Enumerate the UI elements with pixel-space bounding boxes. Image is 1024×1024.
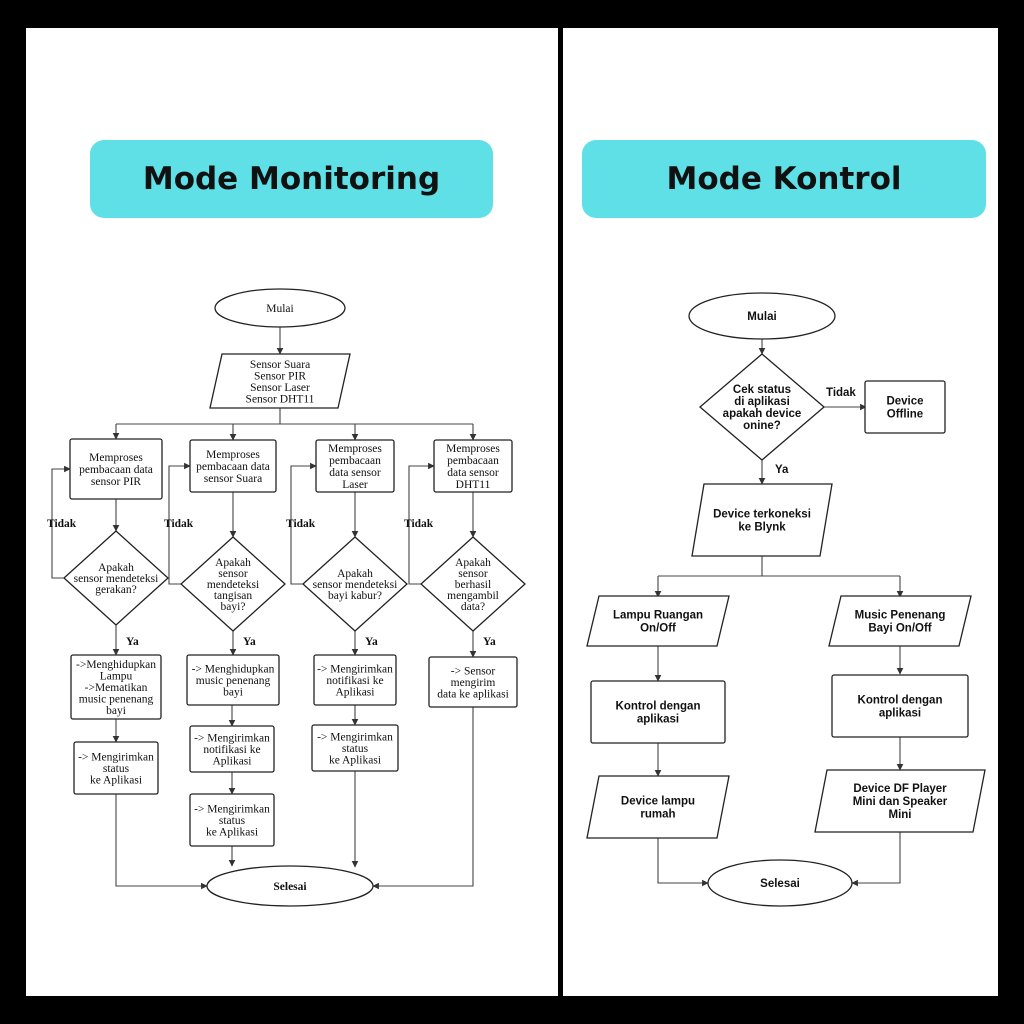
kontrol-title: Mode Kontrol [582, 140, 986, 218]
monitoring-title: Mode Monitoring [90, 140, 493, 218]
branch-label: Tidak [286, 518, 316, 530]
end-node: Selesai [206, 865, 374, 907]
flow-arrow [372, 707, 474, 890]
branch-label: Tidak [826, 387, 856, 399]
node-text: Mulai [747, 311, 776, 323]
node-text: Selesai [760, 878, 800, 890]
branch-label: Ya [126, 636, 139, 648]
flow-arrow [168, 462, 191, 585]
k-start-node: Mulai [688, 292, 836, 340]
flow-arrow [115, 794, 208, 890]
flow-arrow [290, 462, 317, 585]
node-text: Mulai [266, 303, 293, 315]
flow-arrow [851, 832, 901, 887]
flow-arrow [51, 465, 71, 579]
branch-label: Tidak [47, 518, 77, 530]
flow-arrow [657, 838, 709, 887]
branch-label: Ya [365, 636, 378, 648]
branch-label: Ya [483, 636, 496, 648]
branch-label: Tidak [164, 518, 194, 530]
node-text: Selesai [273, 881, 307, 893]
start-node: Mulai [214, 288, 346, 328]
branch-label: Ya [775, 464, 789, 476]
branch-label: Tidak [404, 518, 434, 530]
branch-label: Ya [243, 636, 256, 648]
flow-arrow [408, 462, 435, 585]
k-end-node: Selesai [707, 859, 853, 907]
